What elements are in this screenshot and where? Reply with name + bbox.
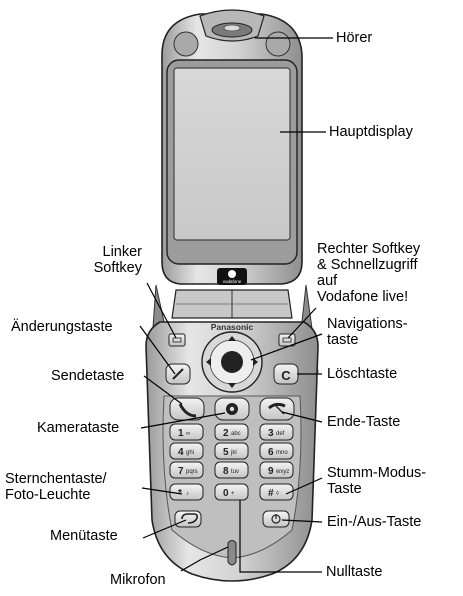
label-hauptdisplay: Hauptdisplay: [329, 124, 413, 140]
label-hoerer: Hörer: [336, 30, 372, 46]
keypad-key-sub-label: mno: [276, 450, 288, 456]
send-key[interactable]: [170, 398, 204, 420]
main-display: [174, 68, 290, 240]
keypad-key-main-label: 4: [178, 447, 184, 458]
label-sternchentaste-line1: Sternchentaste/: [5, 471, 107, 487]
numeric-keypad: 1∞2abc3def4ghi5jkl6mno7pqrs8tuv9wxyz*♪0+…: [170, 424, 293, 500]
keypad-key-sub-label: def: [276, 431, 285, 437]
microphone: [228, 541, 236, 566]
label-sternchentaste: Sternchentaste/ Foto-Leuchte: [5, 471, 107, 503]
keypad-key-main-label: 0: [223, 488, 229, 499]
keypad-key-sub-label: jkl: [230, 450, 237, 456]
keypad-key-sub-label: ◊: [276, 490, 279, 497]
clear-key-label: C: [281, 368, 291, 383]
label-loeschtaste: Löschtaste: [327, 366, 397, 382]
keypad-key-main-label: 9: [268, 466, 274, 477]
label-kamerataste: Kamerataste: [37, 420, 119, 436]
vodafone-logo-icon: [228, 270, 236, 278]
label-stumm-modus-line1: Stumm-Modus-: [327, 465, 426, 481]
keypad-key-sub-label: ∞: [186, 431, 190, 437]
label-sendetaste: Sendetaste: [51, 368, 124, 384]
label-stumm-modus: Stumm-Modus- Taste: [327, 465, 426, 497]
keypad-key-main-label: 7: [178, 466, 184, 477]
left-lid-knob: [174, 32, 198, 56]
label-sternchentaste-line2: Foto-Leuchte: [5, 487, 107, 503]
label-nulltaste: Nulltaste: [326, 564, 382, 580]
navigation-center-button[interactable]: [221, 351, 243, 373]
keypad-key-main-label: 8: [223, 466, 229, 477]
label-navigationstaste-line2: taste: [327, 332, 408, 348]
end-key[interactable]: [260, 398, 294, 420]
keypad-key-main-label: 3: [268, 428, 274, 439]
keypad-key-main-label: 2: [223, 428, 229, 439]
keypad-key-main-label: 1: [178, 428, 184, 439]
label-linker-softkey: Linker Softkey: [56, 244, 142, 276]
label-rechter-softkey-line3: auf: [317, 273, 420, 289]
keypad-key-sub-label: +: [231, 491, 235, 497]
label-rechter-softkey: Rechter Softkey & Schnellzugriff auf Vod…: [317, 241, 420, 305]
keypad-key-sub-label: ♪: [186, 491, 189, 497]
label-rechter-softkey-line1: Rechter Softkey: [317, 241, 420, 257]
keypad-key-main-label: 6: [268, 447, 274, 458]
label-navigationstaste: Navigations- taste: [327, 316, 408, 348]
keypad-key-sub-label: wxyz: [275, 469, 289, 475]
vodafone-logo-text: vodafone: [223, 279, 242, 284]
keypad-key-sub-label: abc: [231, 431, 241, 437]
label-ein-aus: Ein-/Aus-Taste: [327, 514, 421, 530]
label-rechter-softkey-line4: Vodafone live!: [317, 289, 420, 305]
label-ende-taste: Ende-Taste: [327, 414, 400, 430]
left-softkey[interactable]: [169, 334, 185, 346]
keypad-key-sub-label: pqrs: [186, 469, 198, 475]
label-stumm-modus-line2: Taste: [327, 481, 426, 497]
keypad-key-sub-label: ghi: [186, 450, 194, 456]
label-mikrofon: Mikrofon: [110, 572, 166, 588]
label-aenderungstaste: Änderungstaste: [11, 319, 113, 335]
label-linker-softkey-line1: Linker: [56, 244, 142, 260]
keypad-key-sub-label: tuv: [231, 469, 239, 475]
label-linker-softkey-line2: Softkey: [56, 260, 142, 276]
label-navigationstaste-line1: Navigations-: [327, 316, 408, 332]
keypad-key-main-label: 5: [223, 447, 229, 458]
right-lid-knob: [266, 32, 290, 56]
keypad-key-main-label: #: [268, 488, 274, 499]
label-menuetaste: Menütaste: [50, 528, 118, 544]
label-rechter-softkey-line2: & Schnellzugriff: [317, 257, 420, 273]
brand-label: Panasonic: [211, 322, 254, 332]
